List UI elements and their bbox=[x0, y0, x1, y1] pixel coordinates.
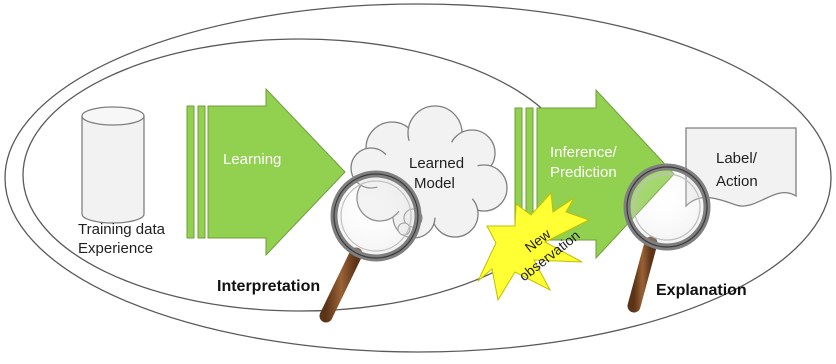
outer-ellipse bbox=[4, 3, 832, 353]
interpretation-label: Interpretation bbox=[217, 278, 320, 295]
interpretation-magnifier-icon bbox=[319, 170, 422, 323]
experience-label: Experience bbox=[78, 240, 153, 257]
explanation-label: Explanation bbox=[656, 282, 747, 299]
new-observation-star-icon bbox=[477, 191, 591, 302]
learning-label: Learning bbox=[223, 151, 281, 168]
label-label: Label/ bbox=[716, 150, 758, 167]
training-data-cylinder-icon bbox=[81, 106, 145, 224]
explanation-magnifier-icon bbox=[623, 163, 711, 313]
model-label: Model bbox=[414, 175, 455, 192]
prediction-label: Prediction bbox=[550, 164, 617, 181]
learned-label: Learned bbox=[409, 155, 464, 172]
training-data-label: Training data bbox=[78, 221, 166, 238]
learning-arrow bbox=[186, 87, 346, 257]
action-label: Action bbox=[716, 173, 758, 190]
inference-label: Inference/ bbox=[550, 144, 618, 161]
